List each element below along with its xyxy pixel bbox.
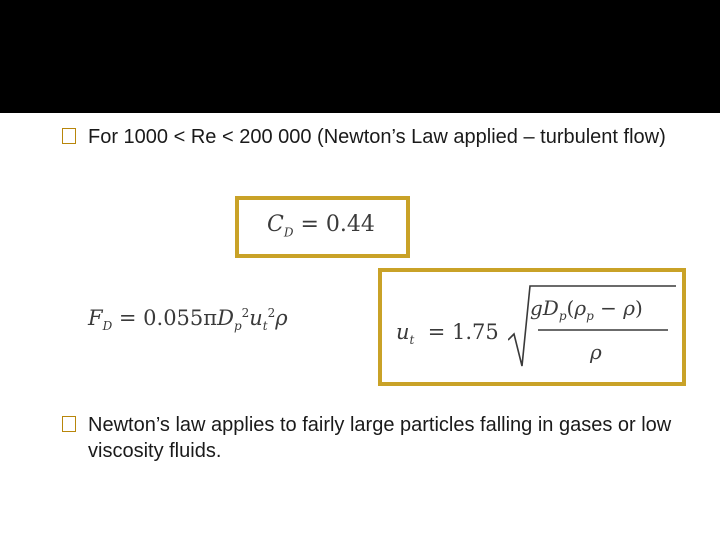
drag-force-equation: FD = 0.055πDp2ut2ρ xyxy=(88,306,288,334)
bullet-box-icon xyxy=(62,416,76,432)
bullet-box-icon xyxy=(62,128,76,144)
bullet-text: For 1000 < Re < 200 000 (Newton’s Law ap… xyxy=(88,126,666,148)
terminal-velocity-box: ut = 1.75 gDp(ρp − ρ) ρ xyxy=(378,268,686,386)
terminal-velocity-numerator: gDp(ρp − ρ) xyxy=(530,296,643,323)
terminal-velocity-lhs: ut = 1.75 xyxy=(396,320,499,348)
square-root-symbol xyxy=(508,285,676,367)
terminal-velocity-denominator: ρ xyxy=(590,340,602,364)
drag-coefficient-equation: CD = 0.44 xyxy=(267,212,375,240)
bullet-item-1: For 1000 < Re < 200 000 (Newton’s Law ap… xyxy=(62,124,682,150)
bullet-item-2: Newton’s law applies to fairly large par… xyxy=(62,412,682,464)
title-bar xyxy=(0,0,720,113)
drag-coefficient-box: CD = 0.44 xyxy=(235,196,410,258)
bullet-text: Newton’s law applies to fairly large par… xyxy=(88,414,672,462)
